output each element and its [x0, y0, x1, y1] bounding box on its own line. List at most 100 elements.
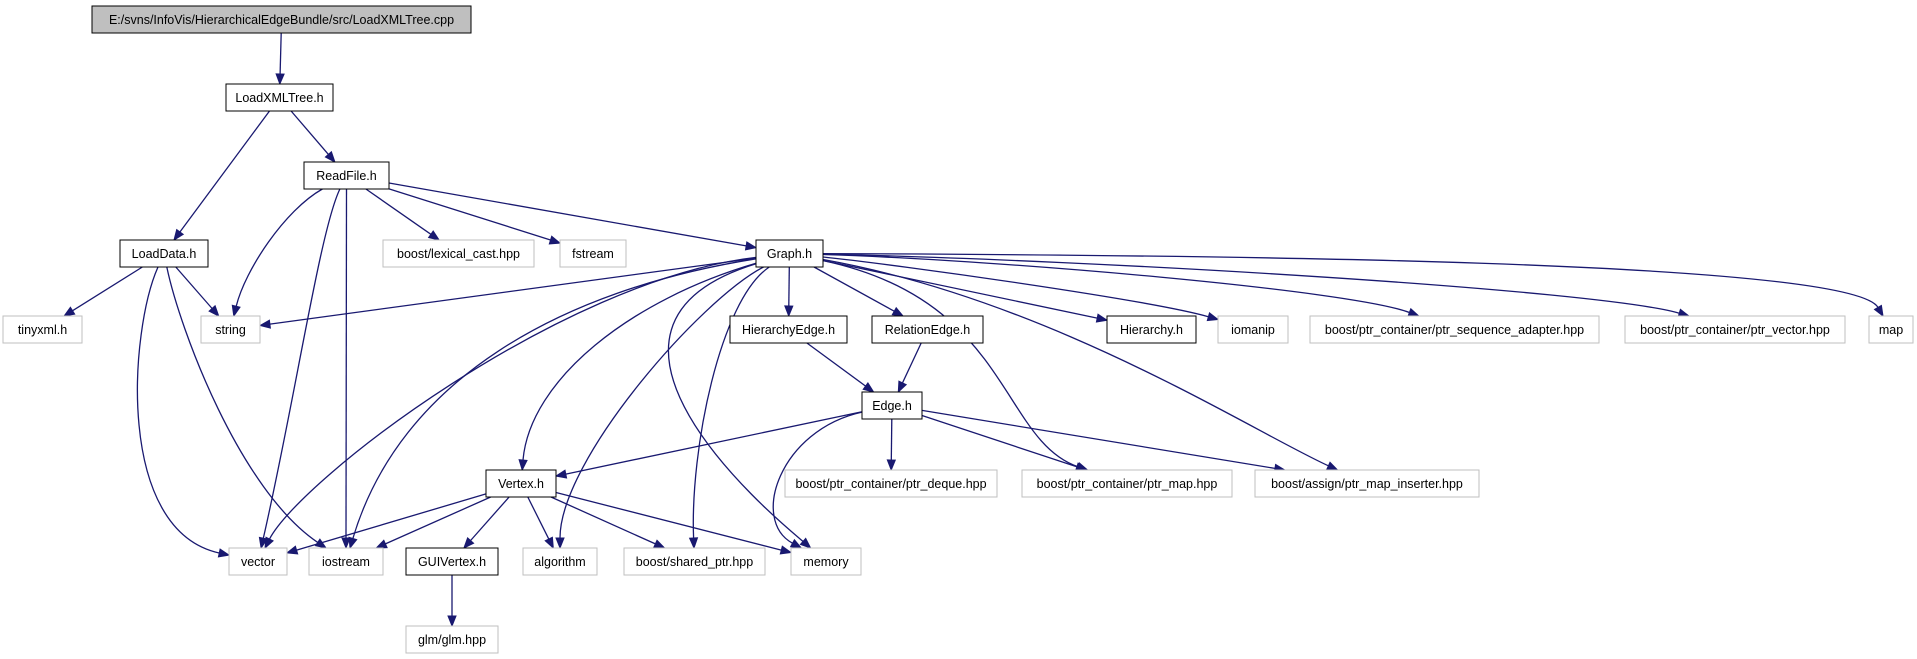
arrowhead-icon — [324, 150, 336, 164]
node-fstream: fstream — [559, 239, 627, 268]
node-vertex-h[interactable]: Vertex.h — [485, 469, 557, 498]
edge-graph_h-to-map_inserter — [822, 258, 1339, 471]
node-loadxmltree-h[interactable]: LoadXMLTree.h — [225, 83, 334, 112]
node-box — [308, 547, 384, 576]
node-vector: vector — [228, 547, 288, 576]
arrowhead-icon — [462, 537, 475, 550]
node-box — [2, 315, 83, 344]
node-label: boost/ptr_container/ptr_sequence_adapter… — [1325, 323, 1584, 337]
node-box — [225, 83, 334, 112]
arrowhead-icon — [258, 319, 271, 329]
node-guivertex-h[interactable]: GUIVertex.h — [405, 547, 499, 576]
node-box — [1624, 315, 1846, 344]
node-edge-h[interactable]: Edge.h — [861, 391, 923, 420]
node-box — [559, 239, 627, 268]
arrowhead-icon — [544, 536, 554, 550]
node-box — [1309, 315, 1600, 344]
edge-graph_h-to-memory — [667, 263, 812, 549]
edge-line — [550, 496, 656, 545]
node-root[interactable]: E:/svns/InfoVis/HierarchicalEdgeBundle/s… — [91, 5, 472, 34]
node-box — [1868, 315, 1914, 344]
edge-line — [352, 258, 757, 539]
edge-line — [890, 418, 893, 461]
arrowhead-icon — [744, 241, 758, 251]
edge-line — [262, 188, 341, 539]
node-label: boost/ptr_container/ptr_vector.hpp — [1640, 323, 1830, 337]
node-lexical-cast: boost/lexical_cast.hpp — [382, 239, 535, 268]
edge-loaddata_h-to-string — [175, 266, 220, 318]
edge-graph_h-to-map — [822, 252, 1884, 318]
node-box — [729, 315, 848, 344]
edge-line — [235, 188, 323, 307]
node-box — [784, 469, 998, 498]
node-box — [522, 547, 598, 576]
edge-root-to-loadxmltree_h — [275, 32, 285, 86]
node-string: string — [200, 315, 261, 344]
arrowhead-icon — [208, 304, 220, 318]
arrowhead-icon — [799, 537, 812, 549]
node-relationedge-h[interactable]: RelationEdge.h — [871, 315, 984, 344]
arrowhead-icon — [1095, 313, 1109, 323]
edge-line — [822, 252, 1879, 308]
arrowhead-icon — [891, 306, 905, 317]
node-shared-ptr: boost/shared_ptr.hpp — [623, 547, 766, 576]
arrowhead-icon — [518, 459, 528, 472]
edge-vertex_h-to-guivertex_h — [462, 496, 510, 550]
node-hierarchy-h[interactable]: Hierarchy.h — [1106, 315, 1197, 344]
edge-graph_h-to-hierarchy_h — [822, 259, 1109, 323]
arrowhead-icon — [1206, 312, 1220, 322]
arrowhead-icon — [779, 545, 793, 555]
edge-line — [822, 259, 1079, 468]
node-readfile-h[interactable]: ReadFile.h — [303, 161, 390, 190]
node-box — [790, 547, 862, 576]
node-tinyxml: tinyxml.h — [2, 315, 83, 344]
node-label: Vertex.h — [498, 477, 544, 491]
edges-layer — [62, 32, 1884, 628]
node-box — [1021, 469, 1233, 498]
edge-line — [296, 493, 487, 551]
node-label: algorithm — [534, 555, 585, 569]
edge-line — [692, 266, 770, 539]
arrowhead-icon — [688, 537, 699, 550]
edge-line — [388, 188, 551, 241]
node-label: RelationEdge.h — [885, 323, 971, 337]
edge-hierarchyedge_h-to-edge_h — [806, 342, 875, 393]
edge-graph_h-to-vertex_h — [518, 262, 757, 472]
arrowhead-icon — [1325, 461, 1339, 471]
node-label: Edge.h — [872, 399, 912, 413]
arrowhead-icon — [548, 235, 562, 245]
edge-loadxmltree_h-to-loaddata_h — [173, 110, 271, 242]
edge-edge_h-to-vertex_h — [554, 411, 863, 479]
node-hierarchyedge-h[interactable]: HierarchyEdge.h — [729, 315, 848, 344]
edge-readfile_h-to-fstream — [388, 188, 562, 245]
edge-graph_h-to-iostream — [348, 258, 757, 550]
edge-line — [565, 411, 863, 475]
edge-loadxmltree_h-to-readfile_h — [290, 110, 336, 164]
node-glm: glm/glm.hpp — [405, 625, 499, 654]
edge-line — [822, 253, 1680, 314]
node-label: tinyxml.h — [18, 323, 67, 337]
edge-graph_h-to-ptr_vector — [822, 253, 1691, 318]
edge-vertex_h-to-vector — [285, 493, 487, 555]
node-ptr-map: boost/ptr_container/ptr_map.hpp — [1021, 469, 1233, 498]
edge-edge_h-to-map_inserter — [921, 409, 1287, 473]
arrowhead-icon — [897, 380, 908, 394]
node-label: iostream — [322, 555, 370, 569]
node-graph-h[interactable]: Graph.h — [755, 239, 824, 268]
arrowhead-icon — [447, 615, 457, 628]
node-box — [485, 469, 557, 498]
node-box — [405, 625, 499, 654]
node-label: Hierarchy.h — [1120, 323, 1183, 337]
node-label: boost/assign/ptr_map_inserter.hpp — [1271, 477, 1463, 491]
edge-vertex_h-to-iostream — [375, 496, 491, 549]
arrowhead-icon — [784, 305, 794, 318]
node-loaddata-h[interactable]: LoadData.h — [119, 239, 209, 268]
node-memory: memory — [790, 547, 862, 576]
node-box — [623, 547, 766, 576]
edge-readfile_h-to-lexical_cast — [365, 188, 441, 241]
edge-line — [822, 253, 1410, 314]
edge-loaddata_h-to-vector — [136, 266, 231, 558]
node-box — [1217, 315, 1289, 344]
arrowhead-icon — [789, 538, 803, 549]
edge-relationedge_h-to-edge_h — [897, 342, 922, 394]
